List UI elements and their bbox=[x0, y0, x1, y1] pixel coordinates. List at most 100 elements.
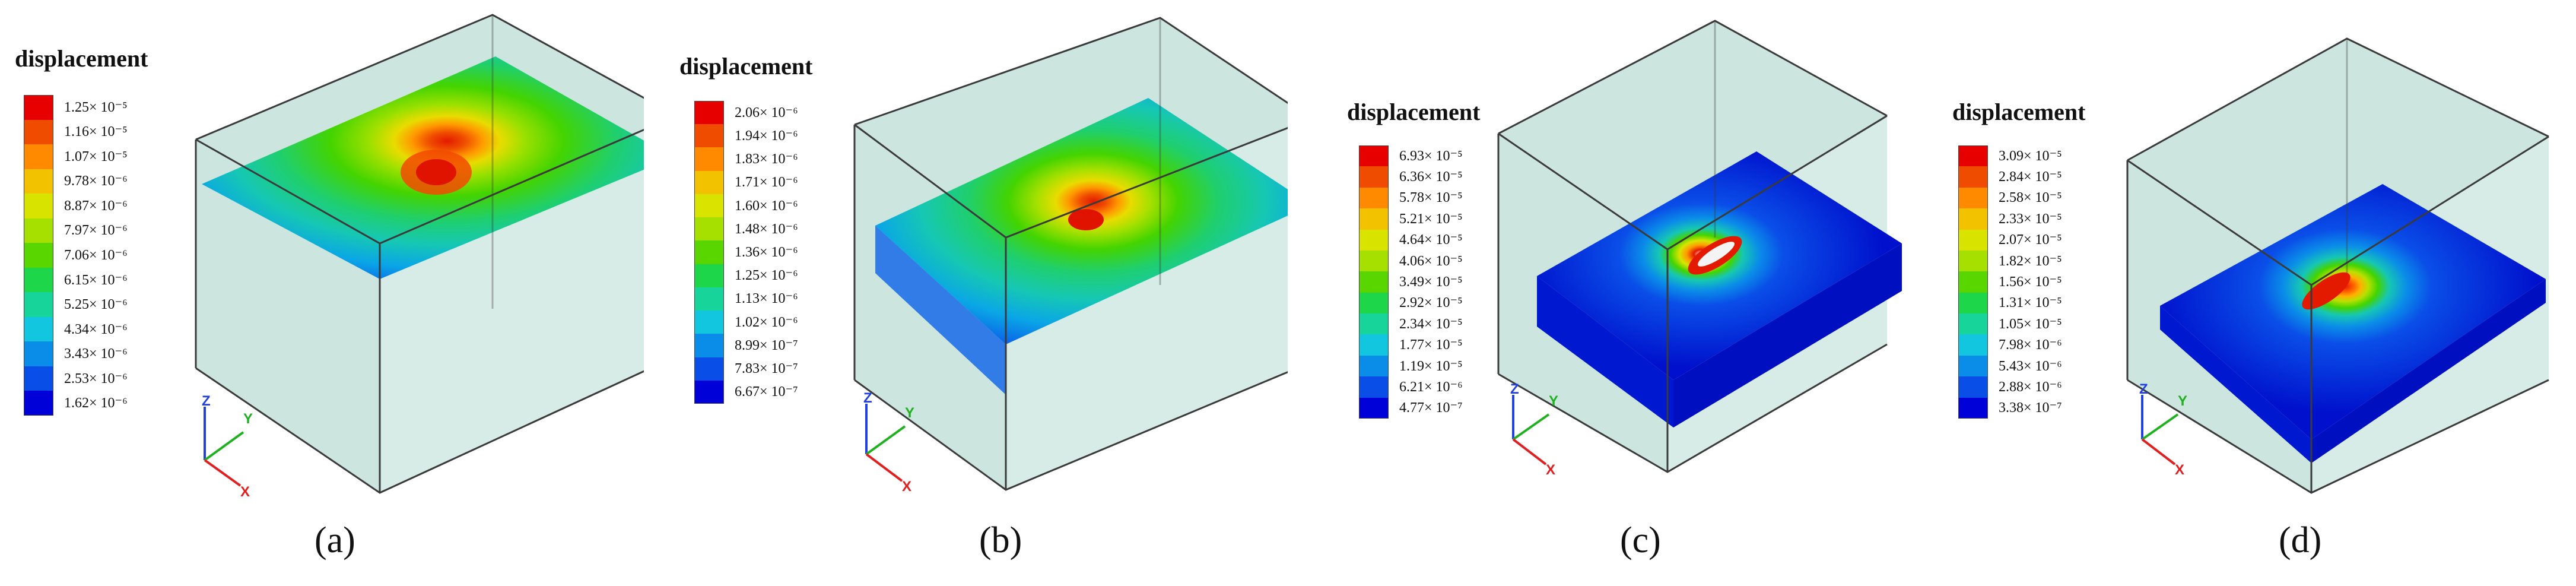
legend-label: 7.97× 10⁻⁶ bbox=[64, 223, 128, 239]
legend-swatch bbox=[1359, 271, 1389, 293]
legend-swatch bbox=[1958, 166, 1988, 188]
legend-label: 6.36× 10⁻⁵ bbox=[1399, 169, 1463, 185]
axis-z-label: Z bbox=[2139, 381, 2148, 397]
legend-label: 7.83× 10⁻⁷ bbox=[735, 361, 798, 377]
legend-swatch bbox=[1958, 292, 1988, 314]
legend-label: 2.84× 10⁻⁵ bbox=[1999, 169, 2062, 185]
legend-swatch bbox=[1958, 250, 1988, 272]
model-view-d bbox=[2126, 37, 2549, 494]
legend-swatch bbox=[24, 119, 53, 145]
legend-label: 3.09× 10⁻⁵ bbox=[1999, 148, 2062, 164]
axis-y-label: Y bbox=[905, 405, 915, 421]
legend-label: 3.38× 10⁻⁷ bbox=[1999, 400, 2062, 416]
legend-label: 3.49× 10⁻⁵ bbox=[1399, 274, 1463, 290]
legend-swatch bbox=[24, 194, 53, 219]
panel-d: Z Y X displacement 3.09× 10⁻⁵ 2.84× 10⁻⁵ 2… bbox=[1932, 0, 2575, 586]
legend-swatch bbox=[694, 240, 724, 265]
legend-label: 2.06× 10⁻⁶ bbox=[735, 104, 798, 121]
legend-swatch bbox=[694, 217, 724, 241]
legend-label: 1.71× 10⁻⁶ bbox=[735, 175, 798, 191]
legend-label: 1.82× 10⁻⁵ bbox=[1999, 253, 2062, 269]
legend-label: 1.83× 10⁻⁶ bbox=[735, 151, 798, 167]
legend-label: 1.60× 10⁻⁶ bbox=[735, 198, 798, 214]
legend-label: 8.99× 10⁻⁷ bbox=[735, 337, 798, 353]
legend-title-d: displacement bbox=[1952, 99, 2086, 125]
legend-swatch bbox=[1958, 208, 1988, 230]
legend-label: 5.25× 10⁻⁶ bbox=[64, 297, 128, 313]
legend-swatch bbox=[1359, 229, 1389, 251]
legend-swatch bbox=[24, 144, 53, 170]
legend-label: 1.19× 10⁻⁵ bbox=[1399, 358, 1463, 374]
legend-label: 1.07× 10⁻⁵ bbox=[64, 148, 128, 164]
legend-label: 4.06× 10⁻⁵ bbox=[1399, 253, 1463, 269]
legend-label: 1.94× 10⁻⁶ bbox=[735, 128, 798, 144]
legend-swatch bbox=[1359, 187, 1389, 209]
legend-swatch bbox=[1359, 208, 1389, 230]
legend-label: 1.36× 10⁻⁶ bbox=[735, 245, 798, 260]
legend-swatch bbox=[1958, 229, 1988, 251]
legend-swatch bbox=[694, 264, 724, 288]
legend-label: 3.43× 10⁻⁶ bbox=[64, 346, 128, 362]
legend-swatch bbox=[694, 124, 724, 148]
legend-swatch bbox=[24, 243, 53, 268]
legend-label: 2.07× 10⁻⁵ bbox=[1999, 232, 2062, 248]
legend-label: 1.16× 10⁻⁵ bbox=[64, 124, 128, 140]
legend-label: 1.05× 10⁻⁵ bbox=[1999, 316, 2062, 332]
axis-x-label: X bbox=[240, 484, 250, 500]
legend-swatch bbox=[694, 147, 724, 172]
axis-z-label: Z bbox=[202, 393, 211, 409]
contour-plane-d bbox=[2160, 184, 2546, 439]
legend-frame bbox=[1958, 145, 1988, 419]
axis-triad-b bbox=[865, 404, 906, 482]
axis-y-label: Y bbox=[2178, 393, 2188, 409]
legend-label: 1.48× 10⁻⁶ bbox=[735, 221, 798, 237]
axis-z-label: Z bbox=[863, 390, 872, 406]
legend-swatch bbox=[1958, 187, 1988, 209]
legend-swatch bbox=[694, 311, 724, 334]
legend-swatch bbox=[1958, 271, 1988, 293]
legend-label: 6.67× 10⁻⁷ bbox=[735, 384, 798, 400]
legend-label: 7.98× 10⁻⁶ bbox=[1999, 337, 2062, 353]
legend-swatch bbox=[694, 287, 724, 311]
model-view-c bbox=[1497, 20, 1902, 473]
legend-swatch bbox=[1958, 397, 1988, 419]
legend-label: 6.93× 10⁻⁵ bbox=[1399, 148, 1463, 164]
panel-a: Z Y X displacement 1.25× 10⁻⁵ 1.16× 10⁻⁵ 1… bbox=[0, 0, 644, 586]
legend-label: 7.06× 10⁻⁶ bbox=[64, 248, 128, 263]
legend-label: 1.02× 10⁻⁶ bbox=[735, 314, 798, 330]
legend-swatch bbox=[24, 169, 53, 194]
legend-title-b: displacement bbox=[679, 53, 813, 80]
legend-label: 1.25× 10⁻⁵ bbox=[64, 99, 128, 115]
legend-swatch bbox=[24, 292, 53, 318]
legend-swatch bbox=[1958, 145, 1988, 167]
legend-label: 1.77× 10⁻⁵ bbox=[1399, 337, 1463, 353]
legend-swatch bbox=[24, 316, 53, 342]
legend-label: 2.53× 10⁻⁶ bbox=[64, 370, 128, 387]
legend-swatch bbox=[1359, 166, 1389, 188]
legend-label: 1.13× 10⁻⁶ bbox=[735, 291, 798, 307]
legend-label: 2.92× 10⁻⁵ bbox=[1399, 295, 1463, 311]
caption-c: (c) bbox=[1620, 520, 1661, 560]
legend-label: 1.31× 10⁻⁵ bbox=[1999, 295, 2062, 311]
legend-swatch bbox=[694, 101, 724, 125]
legend-swatch bbox=[1359, 334, 1389, 356]
legend-swatch bbox=[1958, 376, 1988, 398]
legend-frame bbox=[24, 95, 53, 416]
axis-x-label: X bbox=[2175, 462, 2185, 478]
legend-title-c: displacement bbox=[1347, 99, 1481, 125]
legend-label: 1.56× 10⁻⁵ bbox=[1999, 274, 2062, 290]
legend-swatch bbox=[1359, 313, 1389, 335]
legend-title-a: displacement bbox=[15, 45, 148, 72]
axis-y-label: Y bbox=[243, 411, 253, 427]
legend-frame bbox=[694, 101, 724, 404]
legend-label: 5.43× 10⁻⁶ bbox=[1999, 358, 2062, 374]
legend-swatch bbox=[1958, 313, 1988, 335]
legend-frame bbox=[1359, 145, 1389, 419]
legend-swatch bbox=[1958, 355, 1988, 377]
legend-swatch bbox=[1958, 334, 1988, 356]
legend-swatch bbox=[24, 366, 53, 391]
model-view-a bbox=[195, 14, 644, 494]
